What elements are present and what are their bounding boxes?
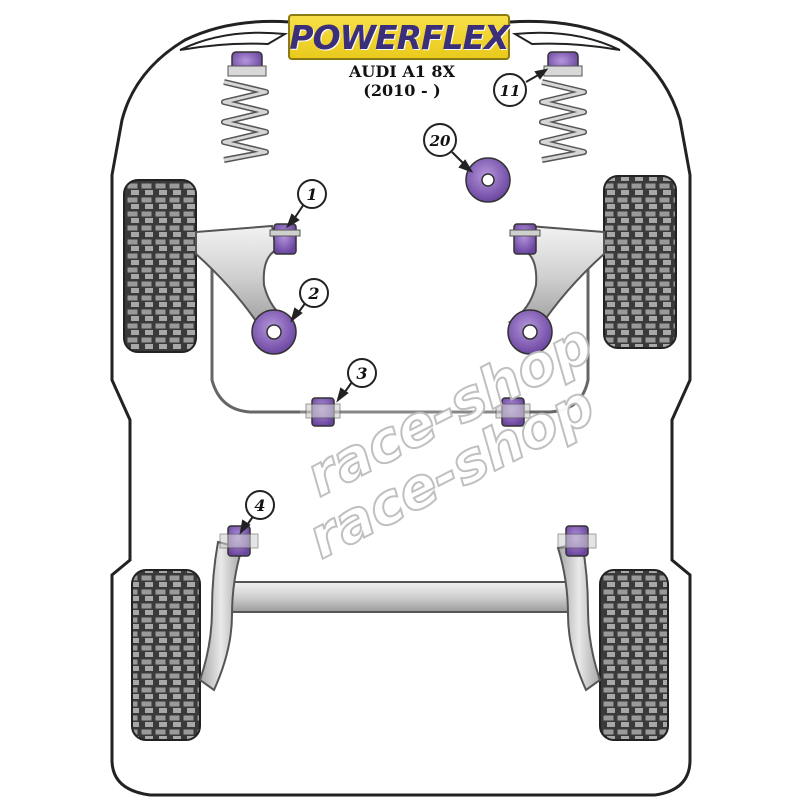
callout-20-label: 20	[429, 132, 451, 150]
bushing-1-right	[509, 223, 541, 255]
callout-2: 2	[299, 278, 329, 308]
callout-20: 20	[423, 123, 457, 157]
rear-right-trailing-arm	[556, 540, 602, 692]
bushing-1-left	[269, 223, 301, 255]
callout-4: 4	[245, 490, 275, 520]
bushing-2-right	[507, 309, 553, 355]
callout-11: 11	[493, 73, 527, 107]
callout-arrows	[239, 68, 549, 535]
logo-text: POWERFLEX	[289, 18, 509, 57]
front-left-spring	[221, 51, 269, 163]
bushing-4-left	[219, 525, 259, 557]
vehicle-title: AUDI A1 8X (2010 - )	[349, 62, 455, 100]
callout-2-label: 2	[307, 284, 319, 303]
rear-left-wheel	[131, 569, 201, 741]
front-right-spring	[539, 51, 587, 163]
powerflex-logo: POWERFLEX	[288, 14, 510, 60]
bushing-3-right	[495, 397, 531, 427]
logo-background	[288, 14, 510, 60]
rear-beam-axle	[221, 581, 579, 613]
callout-1-label: 1	[306, 185, 317, 204]
callout-3-label: 3	[356, 364, 367, 383]
bushing-20	[465, 157, 511, 203]
callout-4-label: 4	[254, 496, 265, 515]
front-right-wheel	[603, 175, 677, 349]
windscreen-left	[179, 31, 289, 51]
callout-3: 3	[347, 358, 377, 388]
front-left-wheel	[123, 179, 197, 353]
front-subframe	[210, 260, 590, 414]
bushing-3-left	[305, 397, 341, 427]
callout-1: 1	[297, 179, 327, 209]
rear-left-trailing-arm	[198, 540, 244, 692]
bushing-2-left	[251, 309, 297, 355]
bushing-4-right	[557, 525, 597, 557]
windscreen-right	[511, 31, 621, 51]
rear-right-wheel	[599, 569, 669, 741]
callout-11-label: 11	[500, 82, 521, 100]
